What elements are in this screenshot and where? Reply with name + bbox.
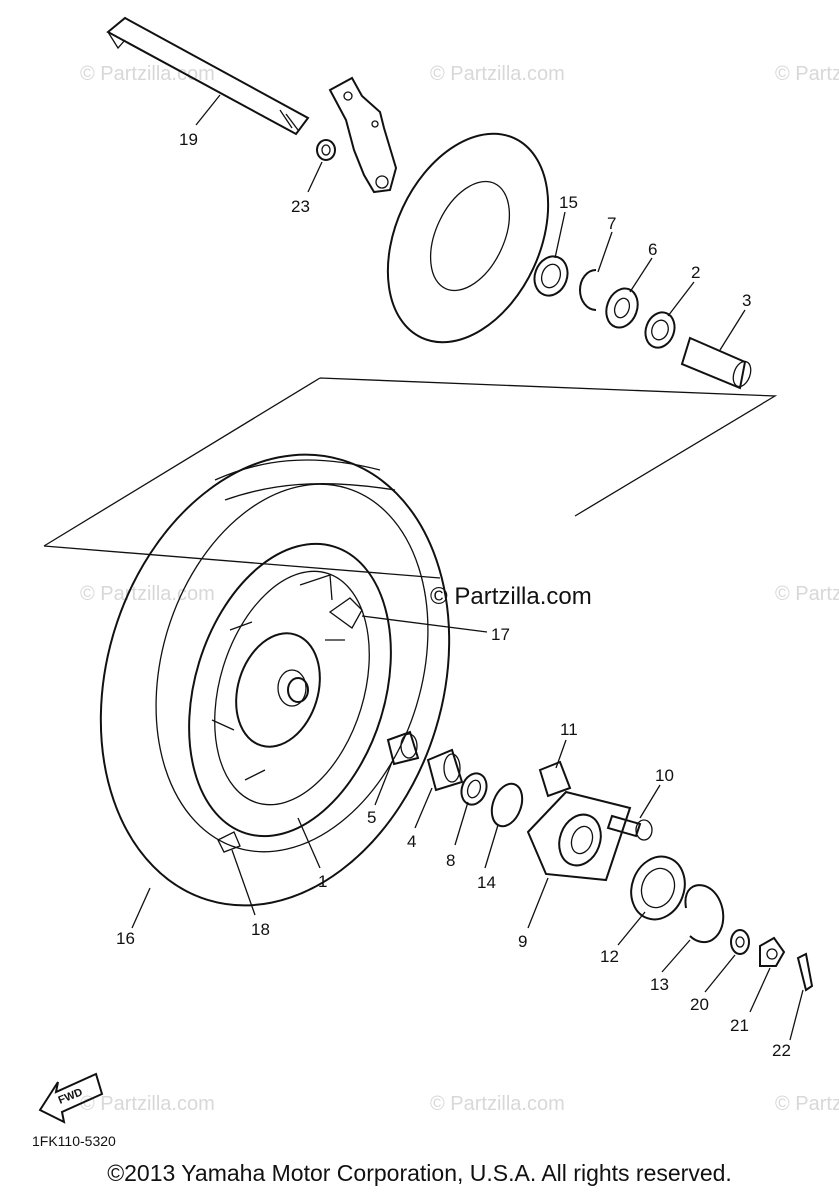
wheel-rim — [188, 542, 392, 838]
cotter-pin — [796, 952, 814, 992]
callout-label: 23 — [291, 197, 310, 216]
circlip — [684, 884, 725, 944]
watermark-layer: © Partzilla.com © Partzilla.com © Partzi… — [80, 63, 839, 1115]
watermark: © Partzilla.com — [80, 583, 215, 605]
callout-label: 20 — [690, 995, 709, 1014]
assembly-plane — [43, 377, 778, 579]
callouts: 19 23 15 7 6 2 3 17 11 10 5 4 8 14 9 1 1… — [116, 130, 791, 1060]
callout-label: 1 — [318, 872, 327, 891]
bearing — [630, 855, 686, 921]
watermark: © Partzilla.com — [80, 63, 215, 85]
watermark: © Partzilla.com — [430, 63, 565, 85]
clutch-hub — [526, 790, 632, 882]
callout-label: 7 — [607, 214, 616, 233]
callout-label: 12 — [600, 947, 619, 966]
valve — [328, 597, 363, 629]
callout-label: 4 — [407, 832, 416, 851]
partzilla-watermark: © Partzilla.com — [430, 583, 592, 610]
callout-label: 22 — [772, 1041, 791, 1060]
watermark: © Partzilla.com — [80, 1093, 215, 1115]
bearing — [460, 772, 488, 806]
tire — [99, 453, 451, 907]
watermark: © Partzilla.com — [775, 583, 839, 605]
collar — [386, 730, 420, 766]
callout-label: 13 — [650, 975, 669, 994]
callout-label: 16 — [116, 929, 135, 948]
diagram-code: 1FK110-5320 — [32, 1133, 116, 1149]
copyright-notice: ©2013 Yamaha Motor Corporation, U.S.A. A… — [107, 1160, 732, 1186]
callout-label: 10 — [655, 766, 674, 785]
watermark: © Partzilla.com — [775, 1093, 839, 1115]
callout-label: 8 — [446, 851, 455, 870]
callout-label: 18 — [251, 920, 270, 939]
callout-label: 19 — [179, 130, 198, 149]
callout-label: 2 — [691, 263, 700, 282]
axle — [106, 16, 310, 136]
collar — [316, 139, 336, 161]
watermark: © Partzilla.com — [430, 1093, 565, 1115]
watermark: © Partzilla.com — [775, 63, 839, 85]
callout-label: 6 — [648, 240, 657, 259]
callout-label: 15 — [559, 193, 578, 212]
damper — [538, 760, 572, 798]
bolt — [606, 814, 653, 841]
o-ring — [490, 782, 524, 828]
callout-label: 3 — [742, 291, 751, 310]
callout-label: 17 — [491, 625, 510, 644]
brake-disc — [386, 132, 550, 344]
nut — [759, 936, 786, 967]
leader-lines — [131, 94, 804, 1041]
callout-label: 11 — [560, 720, 578, 739]
caliper-bracket — [328, 76, 398, 194]
callout-label: 9 — [518, 932, 527, 951]
spacer — [426, 748, 464, 792]
balance-weight — [217, 831, 241, 853]
callout-label: 5 — [367, 808, 376, 827]
callout-label: 14 — [477, 873, 496, 892]
callout-label: 21 — [730, 1016, 749, 1035]
washer — [730, 929, 750, 955]
right-parts — [533, 255, 752, 390]
